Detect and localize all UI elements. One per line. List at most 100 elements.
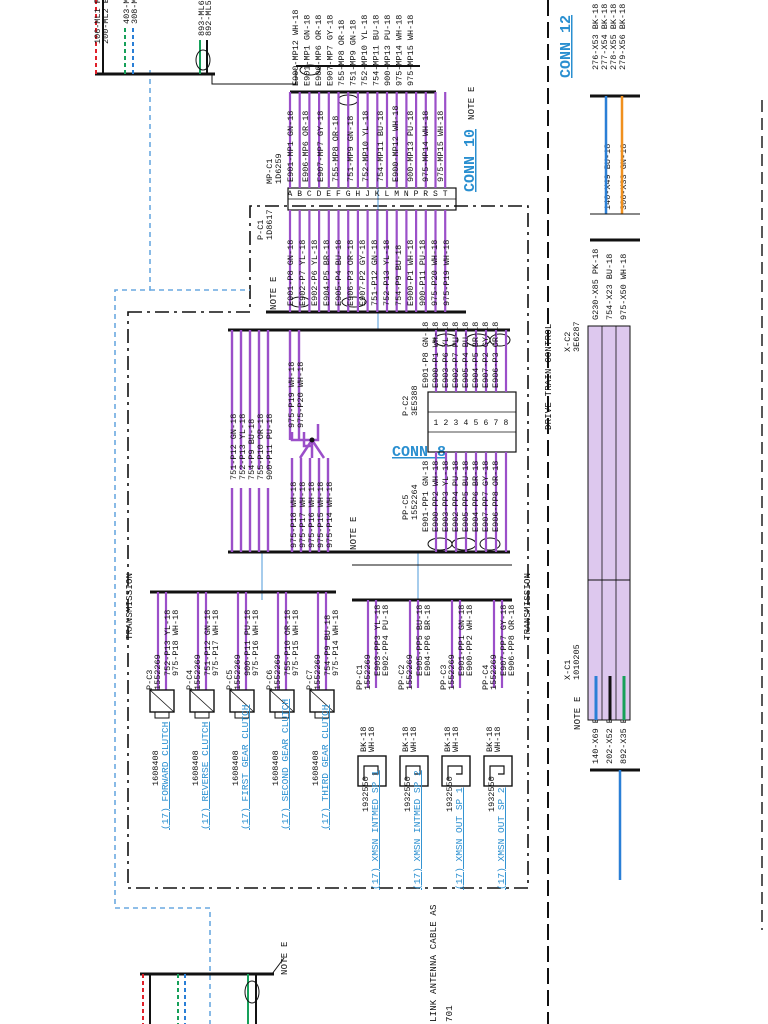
conn8-pin-label: 7 (494, 419, 499, 428)
conn10-left-wire-label: E906-P3 OR-18 (346, 240, 356, 306)
conn10-pin-label: D (317, 190, 322, 199)
conn10-left-wire-label: E904-P5 BR-18 (322, 240, 332, 306)
conn8-right-wire-label: E904-P5 BR-18 (471, 322, 481, 388)
conn8-right-wire-label: E907-P2 GY-18 (481, 322, 491, 388)
top-left-wire-group: 106-ML1 PU-18 200-ML2 BK-18 403-ML4 GN-1… (93, 0, 215, 76)
conn8-pin-label: 6 (484, 419, 489, 428)
note-e-conn10: NOTE E (467, 86, 477, 120)
upper-right-wire-label: 306-X33 GN-18 (619, 144, 629, 210)
sensor-conn-part: 1552269 (363, 654, 373, 690)
conn10-left-wire-label: 975-P20 WH-18 (430, 240, 440, 306)
harness-lower-wire-label: 975-P14 WH-18 (325, 482, 335, 548)
conn8-left-wire-label: E902-PP4 PU-18 (451, 461, 461, 532)
conn10-right-wire-label: E906-MP6 OR-18 (301, 111, 311, 182)
solenoid-conn-label: P-C6 (265, 670, 275, 690)
conn10-left-wire-label: E902-P6 YL-18 (310, 240, 320, 306)
sensor-stub-label: WH-18 (409, 726, 419, 752)
solenoid-wire-label: 755-P10 OR-18 (283, 610, 293, 676)
sensor-conn-label: PP-C3 (439, 664, 449, 690)
conn8-pin-label: 1 (434, 419, 439, 428)
harness-left-wire-label: 752-P13 YL-18 (238, 414, 248, 480)
conn8-left-wire-label: E904-PP6 BR-18 (471, 461, 481, 532)
conn10-pin-label: J (365, 190, 370, 199)
wire-label: 403-ML4 GN-18 (122, 0, 132, 24)
conn8-left-wire-label: E903-PP3 YL-18 (441, 461, 451, 532)
conn10-pin-label: E (326, 190, 331, 199)
solenoid-link: (17) SECOND GEAR CLUTCH (280, 699, 291, 830)
sensor-conn-part: 1552269 (489, 654, 499, 690)
conn10-right-wire-label: 975-MP14 WH-18 (421, 111, 431, 182)
conn12-title: CONN 12 (558, 15, 575, 78)
bottom-left-wire-group (140, 972, 274, 1024)
solenoid-wire-label: 975-P18 WH-18 (171, 610, 181, 676)
x-c1-wire-ends (590, 676, 640, 880)
solenoid-part-number: 1608408 (271, 750, 281, 786)
sensor-conn-part: 1552269 (405, 654, 415, 690)
conn8-left-wire-label: E907-PP7 GY-18 (481, 461, 491, 532)
conn10-pin-label: R (423, 190, 428, 199)
solenoid-wire-label: 754-P9 BU-18 (323, 615, 333, 676)
link-antenna-number: 701 (445, 1005, 455, 1022)
wire-label: 308-ML3 YL-18 (130, 0, 140, 24)
harness-lower-wire-label: 975-P17 WH-18 (298, 482, 308, 548)
solenoid-body (149, 689, 175, 719)
solenoid-wire-label: 900-P11 PU-18 (243, 610, 253, 676)
wire-label: 200-ML2 BK-18 (101, 0, 111, 44)
conn8-left-wire-label: E905-PP5 BU-18 (461, 461, 471, 532)
conn8-right-wire-label: E906-P3 OR-18 (491, 322, 501, 388)
conn12-wire-label: 279-X56 BK-18 (618, 4, 628, 70)
sensor-conn-label: PP-C4 (481, 664, 491, 690)
conn10-right-wire-label: 754-MP11 BU-18 (376, 111, 386, 182)
conn-12: CONN 12 (558, 15, 575, 78)
wires-layer (149, 92, 513, 787)
top-right-wire-label: E906-MP6 OR-18 (314, 15, 324, 86)
top-right-wire-label: 975-MP15 WH-18 (406, 15, 416, 86)
conn10-right-wire-label: 975-MP15 WH-18 (436, 111, 446, 182)
x-c2-wire-label: G230-X85 PK-18 (591, 249, 601, 320)
conn10-pin-label: C (307, 190, 312, 199)
solenoid-conn-part: 1552269 (153, 654, 163, 690)
top-leader-line (211, 70, 297, 85)
harness-route-dashed (114, 70, 211, 1024)
conn10-right-wire-label: E901-MP1 GN-18 (286, 111, 296, 182)
conn10-pin-label: K (375, 190, 380, 199)
harness-lower-wire-label: 975-P18 WH-18 (289, 482, 299, 548)
conn8-pin-label: 3 (454, 419, 459, 428)
solenoid-conn-part: 1552269 (233, 654, 243, 690)
conn10-left-wire-label: E902-P7 YL-18 (298, 240, 308, 306)
sensor-stub-label: BK-18 (359, 726, 369, 752)
solenoid-conn-part: 1552269 (313, 654, 323, 690)
x-c2-label: X-C2 (563, 332, 573, 352)
conn8-pin-label: 2 (444, 419, 449, 428)
x-c1-part: 1010205 (572, 644, 582, 680)
solenoid-conn-part: 1552269 (193, 654, 203, 690)
x-c2-part: 3E6287 (572, 321, 582, 352)
conn10-left-wire-label: E901-P8 GN-18 (286, 240, 296, 306)
conn8-right-wire-label: E905-P4 BU-18 (461, 322, 471, 388)
solenoid-part-number: 1608408 (151, 750, 161, 786)
conn8-title: CONN 8 (392, 444, 446, 461)
solenoid-part-number: 1608408 (231, 750, 241, 786)
harness-junction (290, 424, 326, 459)
link-antenna-label: LINK ANTENNA CABLE AS (429, 904, 439, 1022)
conn10-plug-part: 1D6259 (274, 153, 284, 184)
sensor-wire-label: E904-PP6 BR-18 (423, 605, 433, 676)
x-c1-wire-label: 202-X52 BK-18 (605, 698, 615, 764)
sensor-wire-label: E901-PP1 GN-18 (457, 605, 467, 676)
harness-right-wire-label: 975-P20 WH-18 (296, 362, 306, 428)
harness-left-wire-label: 751-P12 GN-18 (229, 414, 239, 480)
x-c1-wire-label: 892-X35 BR-18 (619, 698, 629, 764)
top-right-wire-label: E901-MP1 GN-18 (303, 15, 313, 86)
conn10-right-wire-label: 752-MP10 YL-18 (361, 111, 371, 182)
top-right-wire-label: 752-MP10 YL-18 (360, 15, 370, 86)
x-c1-wire-label: 140-X69 BU-18 (591, 698, 601, 764)
wire-label: 893-ML6 GN-18 (197, 0, 207, 36)
sensor-part-number: 1932550 (445, 776, 455, 812)
solenoid-wire-label: 751-P12 GN-18 (203, 610, 213, 676)
sensor-link: (17) XMSN OUT SP 2 (496, 787, 507, 890)
solenoid-part-number: 1608408 (311, 750, 321, 786)
conn8-recept-part: 3E5388 (410, 385, 420, 416)
conn8-pin-label: 8 (504, 419, 509, 428)
conn8-right-wire-label: E903-P6 YL-18 (441, 322, 451, 388)
sensor-wire-label: E907-PP7 GY-18 (499, 605, 509, 676)
